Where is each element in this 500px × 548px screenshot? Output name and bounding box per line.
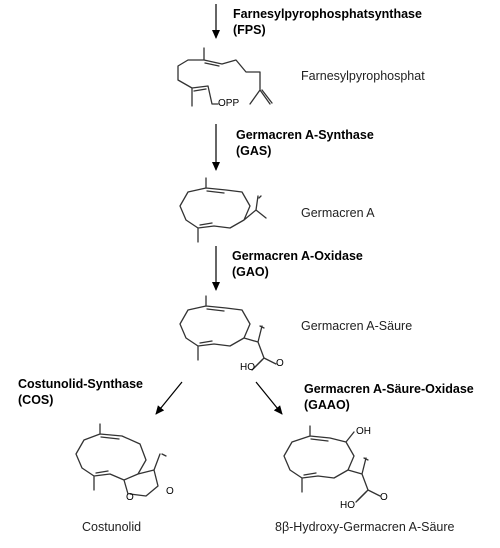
- atom-label-opp: OPP: [218, 98, 240, 109]
- enzyme-gao-name: Germacren A-Oxidase: [232, 249, 363, 263]
- atom-label-o-acid2: O: [380, 492, 388, 503]
- atom-label-ho-acid2: HO: [340, 500, 355, 511]
- enzyme-cos-abbr: (COS): [18, 393, 54, 407]
- enzyme-gaao-label: Germacren A-Säure-Oxidase (GAAO): [304, 381, 474, 413]
- enzyme-gaao-name: Germacren A-Säure-Oxidase: [304, 382, 474, 396]
- enzyme-fps-abbr: (FPS): [233, 23, 266, 37]
- farnesylpyrophosphat-structure: [177, 47, 273, 107]
- enzyme-gas-label: Germacren A-Synthase (GAS): [236, 127, 374, 159]
- enzyme-fps-label: Farnesylpyrophosphatsynthase (FPS): [233, 6, 422, 38]
- enzyme-gas-name: Germacren A-Synthase: [236, 128, 374, 142]
- enzyme-cos-name: Costunolid-Synthase: [18, 377, 144, 391]
- compound-costunolid-label: Costunolid: [82, 520, 142, 534]
- compound-hydroxy-germacren-a-saeure-label: 8β-Hydroxy-Germacren A-Säure: [275, 520, 455, 534]
- arrow-cos: [155, 381, 183, 415]
- arrow-gaao: [255, 381, 283, 415]
- compound-germacren-a-label: Germacren A: [301, 206, 375, 220]
- atom-label-lactone-o1: O: [126, 492, 134, 503]
- enzyme-fps-name: Farnesylpyrophosphatsynthase: [233, 7, 422, 21]
- compound-farnesylpyrophosphat-label: Farnesylpyrophosphat: [301, 69, 425, 83]
- hydroxy-germacren-a-saeure-structure: [283, 425, 381, 503]
- enzyme-gao-label: Germacren A-Oxidase (GAO): [232, 248, 363, 280]
- germacren-a-saeure-structure: [179, 295, 277, 371]
- germacren-a-structure: [179, 177, 267, 243]
- costunolid-structure: [75, 423, 167, 497]
- enzyme-gas-abbr: (GAS): [236, 144, 272, 158]
- atom-label-lactone-o2: O: [166, 486, 174, 497]
- compound-germacren-a-saeure-label: Germacren A-Säure: [301, 319, 413, 333]
- enzyme-gao-abbr: (GAO): [232, 265, 269, 279]
- atom-label-ho-acid: HO: [240, 362, 255, 373]
- atom-label-o-acid: O: [276, 358, 284, 369]
- enzyme-cos-label: Costunolid-Synthase (COS): [18, 376, 143, 408]
- atom-label-oh: OH: [356, 426, 371, 437]
- enzyme-gaao-abbr: (GAAO): [304, 398, 350, 412]
